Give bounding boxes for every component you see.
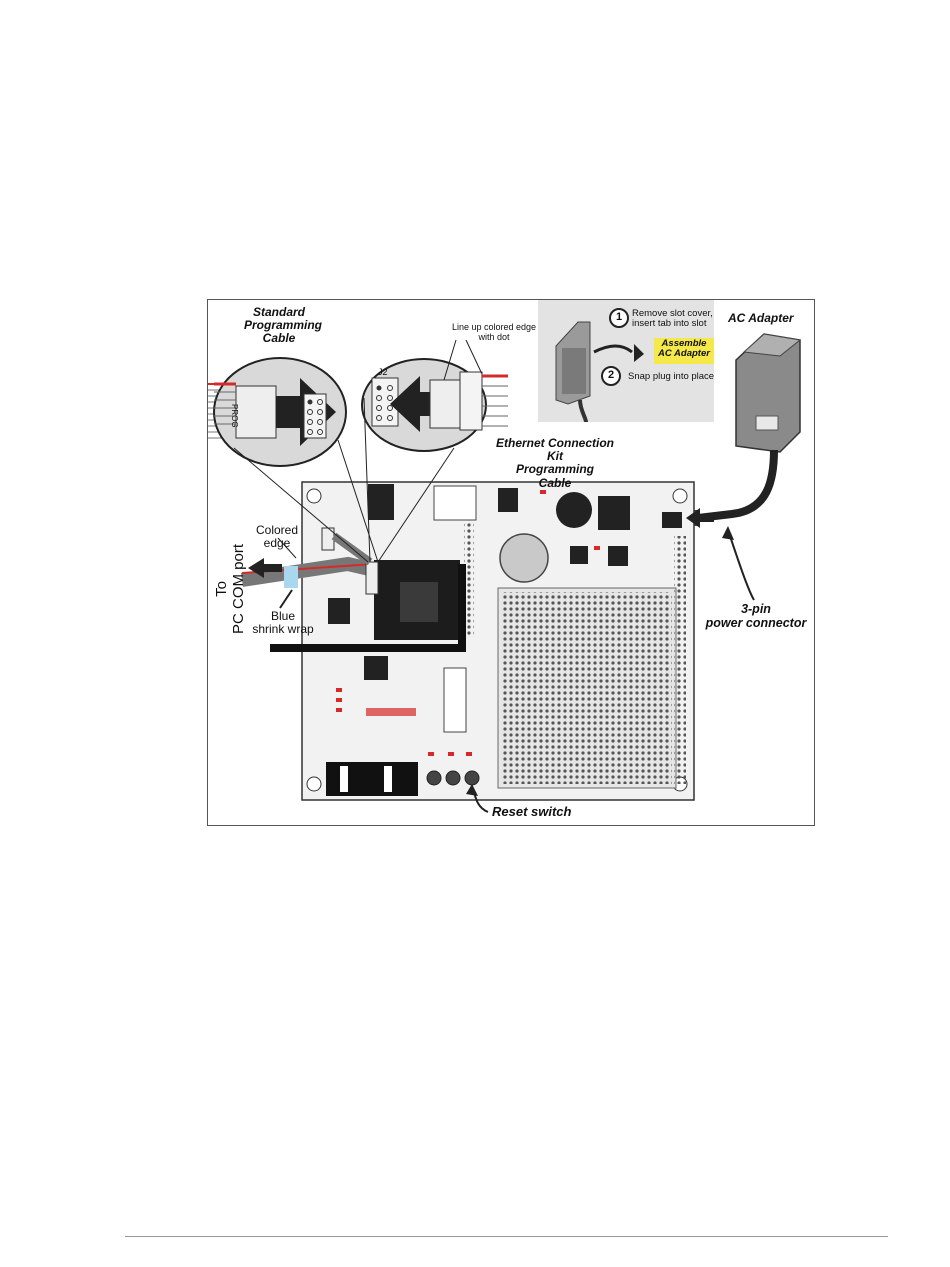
prog-label: PROG — [229, 404, 238, 428]
zoom-circle-ethernet — [362, 340, 508, 451]
step2-number: 2 — [604, 369, 618, 381]
ethernet-cable-label: Ethernet Connection Kit Programming Cabl… — [492, 437, 618, 490]
blue-shrink-wrap-label: Blue shrink wrap — [252, 610, 314, 636]
step2-text: Snap plug into place — [628, 372, 714, 382]
j2-label: J2 — [378, 368, 388, 378]
step1-number: 1 — [612, 311, 626, 323]
board-setup-figure: Standard Programming Cable Line up color… — [207, 299, 815, 826]
ac-adapter-label: AC Adapter — [728, 312, 794, 325]
footer-rule — [125, 1236, 888, 1237]
reset-switch-label: Reset switch — [492, 805, 571, 819]
step1-text: Remove slot cover, insert tab into slot — [632, 309, 713, 330]
board-illustration — [208, 300, 814, 825]
standard-cable-label: Standard Programming Cable — [244, 306, 314, 346]
colored-edge-label: Colored edge — [252, 524, 302, 550]
power-connector-label: 3-pin power connector — [698, 603, 814, 631]
to-pc-com-label: To PC COM port — [214, 544, 247, 634]
line-up-label: Line up colored edge with dot — [436, 323, 552, 343]
assemble-highlight: Assemble AC Adapter — [654, 339, 714, 360]
